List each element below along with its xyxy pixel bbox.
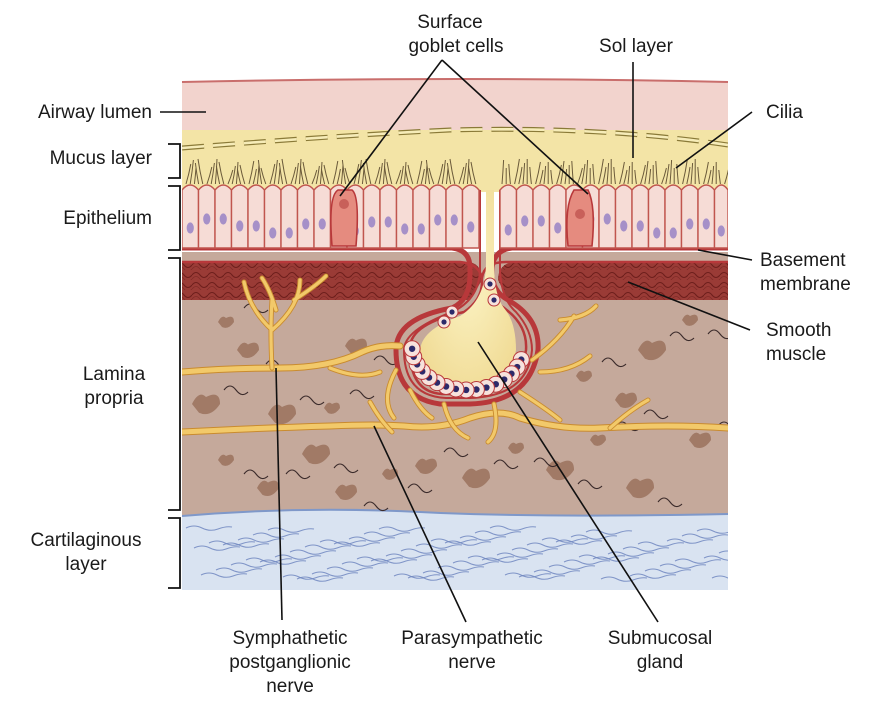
label-mucus-layer: Mucus layer <box>50 148 153 169</box>
label-sol-layer: Sol layer <box>599 36 674 57</box>
bracket-lamina <box>168 257 181 511</box>
bracket-epithelium <box>168 185 181 251</box>
mucus-layer <box>182 130 728 192</box>
cilia <box>185 158 728 185</box>
connective-tissue-cells <box>192 303 728 512</box>
gland-epithelial-cells <box>403 277 530 399</box>
label-airway-lumen: Airway lumen <box>38 102 152 123</box>
cartilage-fibers <box>185 525 728 582</box>
leader-lines <box>160 59 753 623</box>
epithelium-layer <box>182 184 728 249</box>
label-cilia: Cilia <box>766 102 803 123</box>
label-epithelium: Epithelium <box>63 208 152 229</box>
bracket-mucus <box>168 143 181 179</box>
bracket-cartilage <box>168 517 181 589</box>
submucosal-gland-lumen <box>420 190 516 386</box>
nerve-network <box>182 273 728 445</box>
